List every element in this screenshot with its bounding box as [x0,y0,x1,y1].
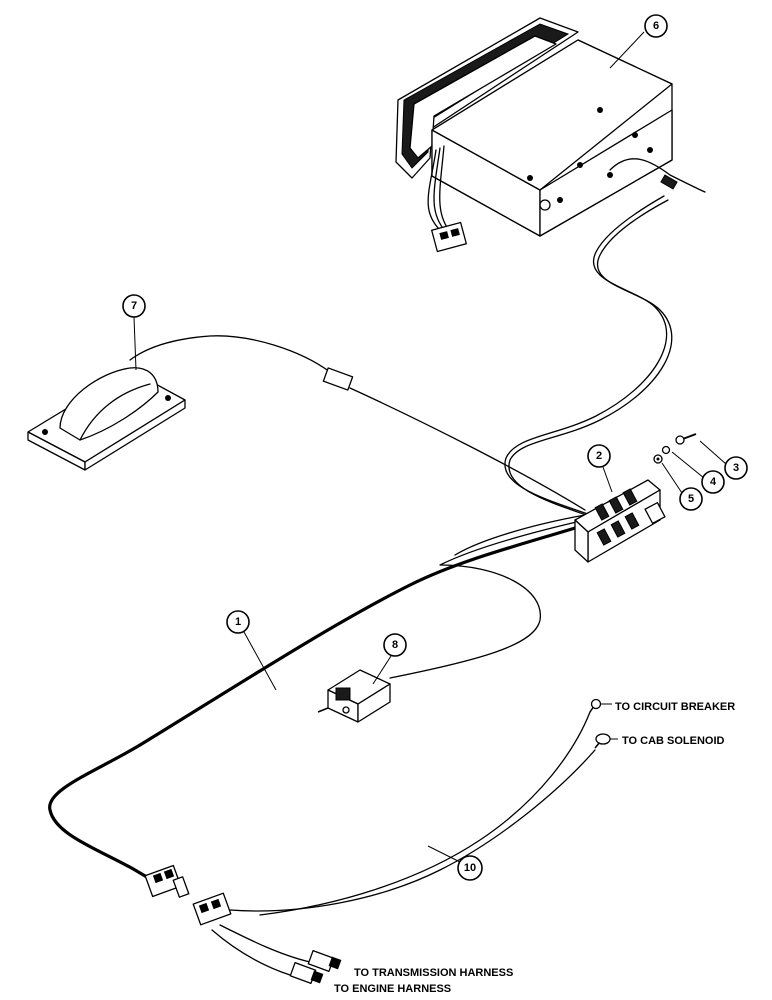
callout-8: 8 [383,633,407,657]
callout-10: 10 [457,855,483,881]
radio-unit [395,17,706,253]
cab-solenoid-terminal [594,733,611,749]
svg-text:2: 2 [596,450,602,462]
fuse-panel [574,479,666,563]
leader-lines [133,31,727,863]
svg-text:7: 7 [131,300,137,312]
wire-routing [48,195,673,976]
callout-1: 1 [226,610,250,634]
callout-3: 3 [724,456,748,480]
label-to-cab-solenoid: TO CAB SOLENOID [622,735,725,747]
label-to-transmission-harness: TO TRANSMISSION HARNESS [354,967,513,979]
svg-text:1: 1 [235,616,241,628]
svg-text:3: 3 [733,462,739,474]
dome-wire-connector [322,367,354,391]
callout-4: 4 [701,470,725,494]
label-to-engine-harness: TO ENGINE HARNESS [334,983,451,995]
transmission-plug [307,950,342,972]
svg-text:8: 8 [392,639,398,651]
harness-connector-left [144,864,190,898]
label-to-circuit-breaker: TO CIRCUIT BREAKER [615,701,735,713]
circuit-breaker-terminal [589,698,602,713]
callout-7: 7 [122,294,146,318]
screw [675,433,697,445]
svg-text:5: 5 [688,493,694,505]
dome-light [27,367,186,471]
harness-connector-right [192,892,232,926]
relay [317,669,391,723]
callout-2: 2 [587,444,611,468]
engine-plug [289,962,324,984]
svg-text:10: 10 [464,862,476,874]
nut [653,454,663,464]
svg-text:6: 6 [653,20,659,32]
callout-6: 6 [644,14,668,38]
svg-text:4: 4 [710,476,717,488]
callout-5: 5 [679,487,703,511]
lockwasher [661,445,671,455]
